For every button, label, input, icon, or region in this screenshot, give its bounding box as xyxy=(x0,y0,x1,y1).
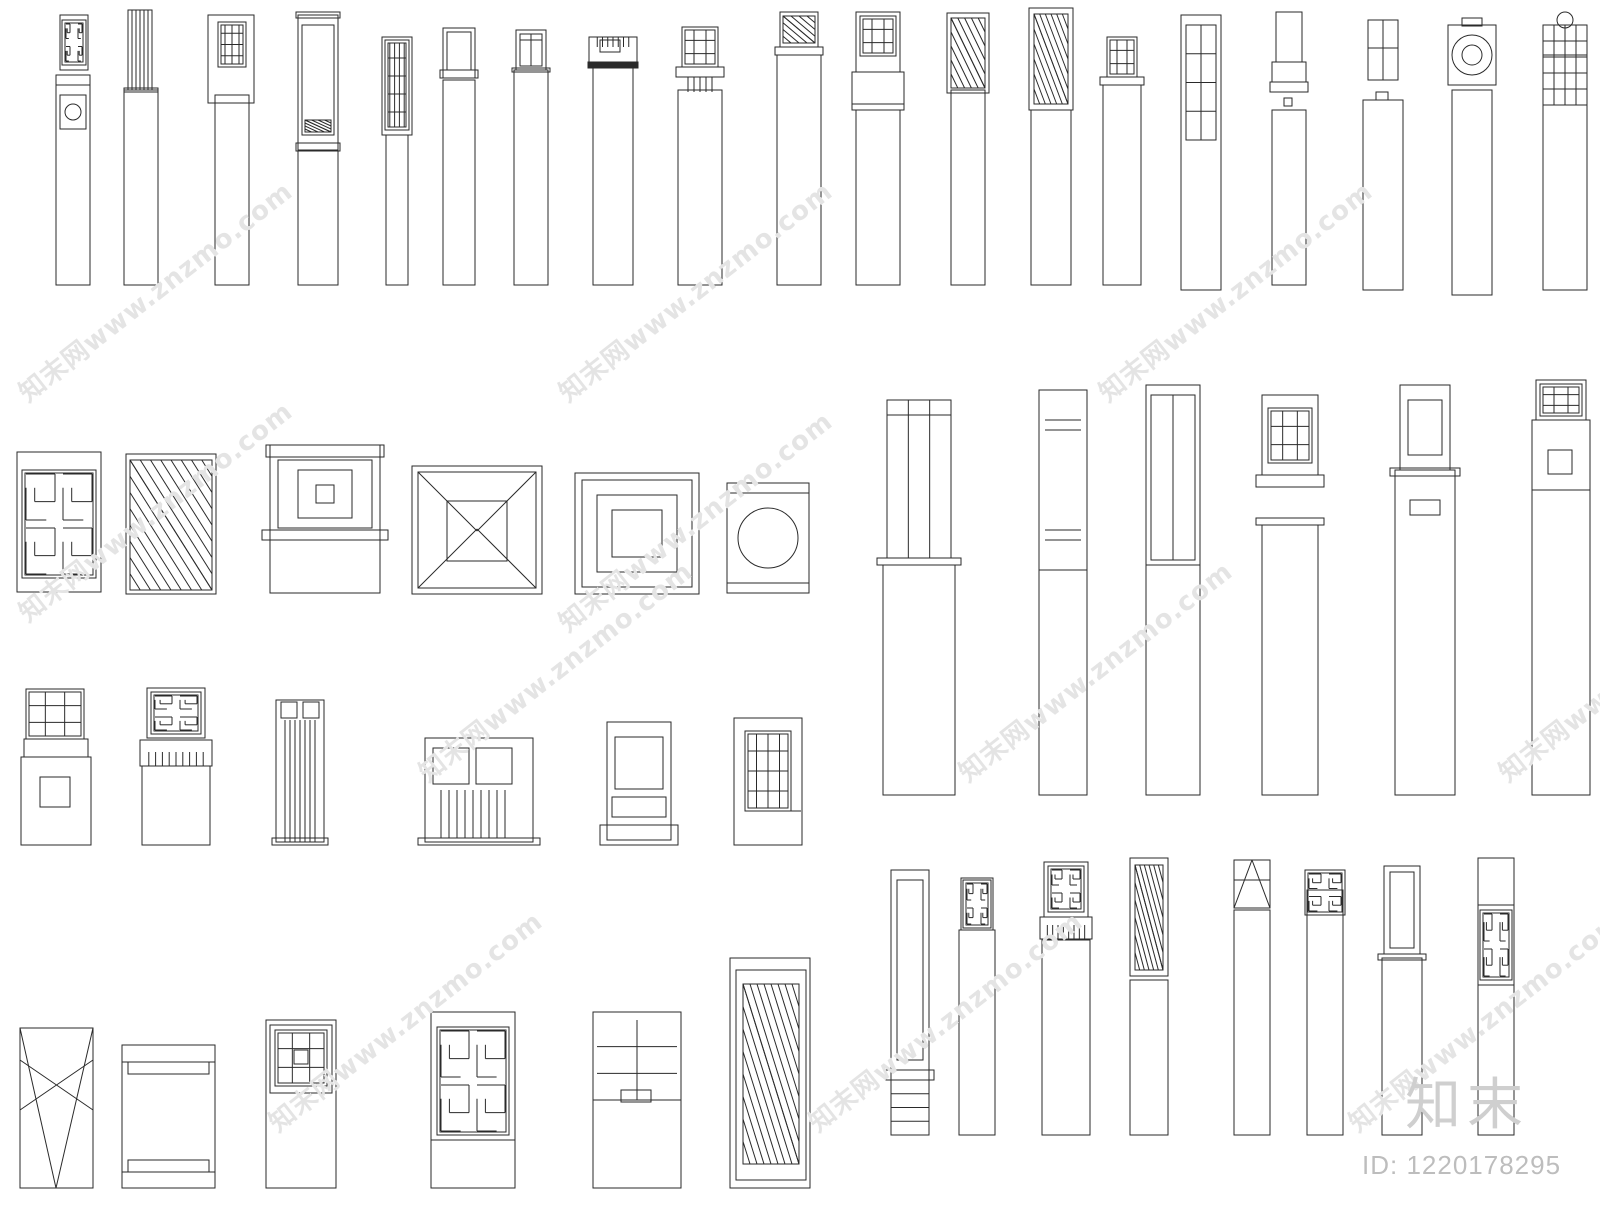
lamp-post-30 xyxy=(1389,384,1461,796)
lamp-post-34 xyxy=(271,699,329,846)
lamp-post-2 xyxy=(123,9,159,286)
lamp-post-33 xyxy=(139,687,213,846)
lamp-post-32 xyxy=(20,688,92,846)
lamp-post-28 xyxy=(1145,384,1201,796)
lamp-post-7 xyxy=(511,29,551,286)
lamp-post-1 xyxy=(55,14,91,286)
lamp-post-23 xyxy=(411,465,543,595)
lamp-post-20 xyxy=(16,451,102,593)
lamp-post-11 xyxy=(851,11,905,286)
lamp-post-26 xyxy=(876,399,962,796)
lamp-post-37 xyxy=(733,717,803,846)
lamp-post-24 xyxy=(574,472,700,595)
lamp-post-14 xyxy=(1099,36,1145,286)
lamp-post-46 xyxy=(1039,861,1093,1136)
lamp-post-27 xyxy=(1038,389,1088,796)
lamp-post-4 xyxy=(295,11,341,286)
lamp-post-8 xyxy=(587,36,639,286)
lamp-post-25 xyxy=(726,482,810,594)
lamp-post-19 xyxy=(1542,11,1588,291)
lamp-post-51 xyxy=(1477,857,1515,1136)
lamp-post-22 xyxy=(261,444,389,594)
lamp-post-44 xyxy=(885,869,935,1136)
lamp-post-39 xyxy=(121,1044,216,1189)
lamp-post-45 xyxy=(958,877,996,1136)
lamp-post-41 xyxy=(430,1011,516,1189)
lamp-post-38 xyxy=(19,1027,94,1189)
lamp-post-17 xyxy=(1362,19,1404,291)
lamp-post-21 xyxy=(125,453,217,595)
lamp-post-10 xyxy=(774,11,824,286)
lamp-post-3 xyxy=(207,14,255,286)
lamp-post-42 xyxy=(592,1011,682,1189)
lamp-post-35 xyxy=(417,737,541,846)
lamp-post-50 xyxy=(1377,865,1427,1136)
lamp-post-16 xyxy=(1269,11,1309,286)
lamp-post-18 xyxy=(1447,17,1497,296)
lamp-post-49 xyxy=(1304,869,1346,1136)
drawing-id-label: ID: 1220178295 xyxy=(1362,1150,1562,1180)
lamp-post-43 xyxy=(729,957,811,1189)
lamp-post-13 xyxy=(1028,7,1074,286)
lamp-post-36 xyxy=(599,721,679,846)
brand-logo: 知末 xyxy=(1405,1073,1529,1138)
lamp-post-29 xyxy=(1255,394,1325,796)
lamp-post-5 xyxy=(381,36,413,286)
lamp-post-48 xyxy=(1233,859,1271,1136)
lamp-post-47 xyxy=(1129,857,1169,1136)
lamp-post-31 xyxy=(1531,379,1591,796)
lamp-post-40 xyxy=(265,1019,337,1189)
lamp-post-15 xyxy=(1180,14,1222,291)
lamp-post-9 xyxy=(675,26,725,286)
lamp-post-12 xyxy=(946,12,990,286)
lamp-post-6 xyxy=(439,27,479,286)
